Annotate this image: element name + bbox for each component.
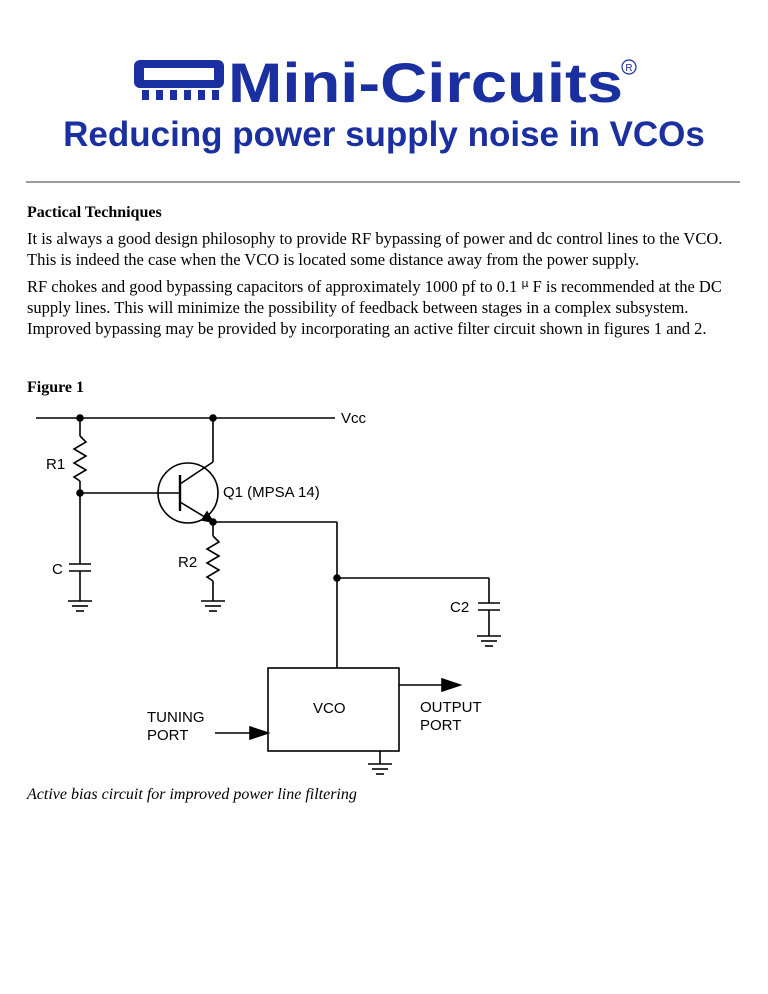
page-title: Reducing power supply noise in VCOs bbox=[63, 115, 705, 154]
logo-chip-icon bbox=[134, 60, 224, 100]
paragraph-2: RF chokes and good bypassing capacitors … bbox=[27, 273, 747, 339]
figure-caption: Active bias circuit for improved power l… bbox=[27, 786, 357, 803]
registered-mark-icon bbox=[621, 59, 637, 75]
registered-mark: R bbox=[625, 63, 632, 74]
paragraph-2-part-1: RF chokes and good bypassing capacitors … bbox=[27, 277, 518, 296]
label-q1: Q1 (MPSA 14) bbox=[223, 484, 320, 501]
r1-resistor bbox=[72, 435, 88, 482]
ground-icon-vco bbox=[368, 763, 392, 775]
label-output-port: PORT bbox=[420, 717, 461, 734]
ground-icon-c2 bbox=[477, 635, 501, 647]
label-tuning-port: PORT bbox=[147, 727, 188, 744]
label-c2: C2 bbox=[450, 599, 469, 616]
label-vco: VCO bbox=[313, 700, 346, 717]
paragraph-2-part-2: F is recommended at the DC supply lines.… bbox=[27, 277, 722, 338]
circuit-schematic: Vcc R1 Q1 (MPSA 14) C R2 C2 VCO TUNING P… bbox=[36, 410, 501, 775]
output-arrow-icon bbox=[441, 677, 463, 693]
label-vcc: Vcc bbox=[341, 410, 367, 427]
label-output: OUTPUT bbox=[420, 699, 482, 716]
r2-resistor bbox=[205, 535, 221, 582]
section-heading: Pactical Techniques bbox=[27, 204, 162, 221]
ground-icon-c bbox=[68, 600, 92, 612]
brand-name: Mini-Circuits bbox=[228, 54, 623, 114]
horizontal-divider bbox=[26, 181, 740, 183]
paragraph-1: It is always a good design philosophy to… bbox=[27, 229, 723, 269]
mu-symbol: μ bbox=[521, 277, 529, 290]
label-tuning: TUNING bbox=[147, 709, 205, 726]
label-r2: R2 bbox=[178, 554, 197, 571]
vco-block bbox=[267, 667, 400, 752]
figure-label: Figure 1 bbox=[27, 379, 85, 396]
label-r1: R1 bbox=[46, 456, 65, 473]
q1-transistor-icon bbox=[157, 462, 219, 524]
mini-circuits-logo: Mini-Circuits R bbox=[134, 54, 637, 114]
ground-icon-r2 bbox=[201, 600, 225, 612]
label-c: C bbox=[52, 561, 63, 578]
tuning-arrow-icon bbox=[249, 725, 271, 741]
